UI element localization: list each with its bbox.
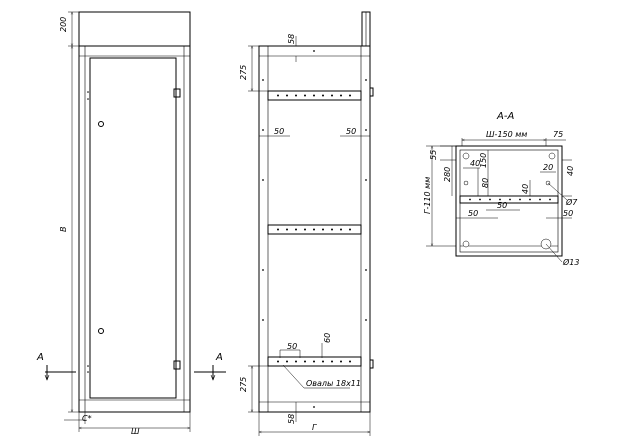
section-rail	[459, 195, 559, 204]
section-dim-phi13: Ø13	[562, 257, 579, 267]
section-dim-50a: 50	[468, 209, 478, 218]
section-dim-depth: Г-110 мм	[423, 177, 432, 214]
side-view: 58 275 50 50 50 60 Овалы 18x11 275 58	[239, 11, 374, 436]
rail-bottom	[267, 356, 362, 367]
section-dim-40b: 40	[521, 184, 530, 194]
corner-hole-bl	[462, 240, 470, 248]
corner-hole-tr	[548, 152, 556, 160]
section-dim-20: 20	[543, 163, 553, 172]
dim-c: С*	[82, 414, 92, 423]
rail-middle	[267, 224, 362, 235]
section-dim-phi7: Ø7	[565, 197, 578, 207]
top-box	[78, 11, 191, 47]
dim-top-gap: 58	[287, 34, 296, 44]
dim-bottom-rail: 275	[239, 377, 248, 392]
dim-inner-right: 50	[346, 127, 356, 136]
section-view: A-A Ш-150 мм 75 55 280 150	[423, 111, 579, 267]
front-view: 200 B Ш С* A A	[36, 11, 226, 436]
section-dim-150: 150	[479, 153, 488, 168]
section-label-left: A	[36, 352, 44, 363]
corner-hole-tl	[462, 152, 470, 160]
dim-rail-60: 60	[323, 333, 332, 343]
door	[89, 57, 177, 399]
section-dim-55: 55	[429, 150, 438, 160]
hinge-top	[173, 88, 181, 98]
section-label-right: A	[215, 352, 223, 363]
dim-inner-left: 50	[274, 127, 284, 136]
dim-top-rail: 275	[239, 65, 248, 80]
cabinet-body	[78, 45, 191, 413]
section-dim-width: Ш-150 мм	[486, 130, 527, 139]
lock-top	[98, 121, 104, 127]
section-dim-80: 80	[481, 178, 490, 188]
dim-depth: Г	[312, 423, 317, 432]
section-dim-50c: 50	[563, 209, 573, 218]
dim-height: B	[59, 227, 68, 233]
side-frame	[258, 45, 371, 413]
dim-rail-50: 50	[287, 342, 297, 351]
hinge-bottom	[173, 360, 181, 370]
lock-bottom	[98, 328, 104, 334]
dim-top: 200	[59, 17, 68, 32]
section-dim-40c: 40	[566, 166, 575, 176]
section-title: A-A	[496, 111, 514, 122]
ovals-label: Овалы 18x11	[306, 379, 361, 388]
section-outline	[455, 145, 563, 257]
section-dim-280: 280	[443, 167, 452, 182]
section-dim-75: 75	[553, 130, 563, 139]
dim-width: Ш	[131, 427, 140, 436]
section-dim-40a: 40	[470, 159, 480, 168]
rail-top	[267, 90, 362, 101]
dim-bottom-gap: 58	[287, 414, 296, 424]
section-dim-50b: 50	[497, 201, 507, 210]
